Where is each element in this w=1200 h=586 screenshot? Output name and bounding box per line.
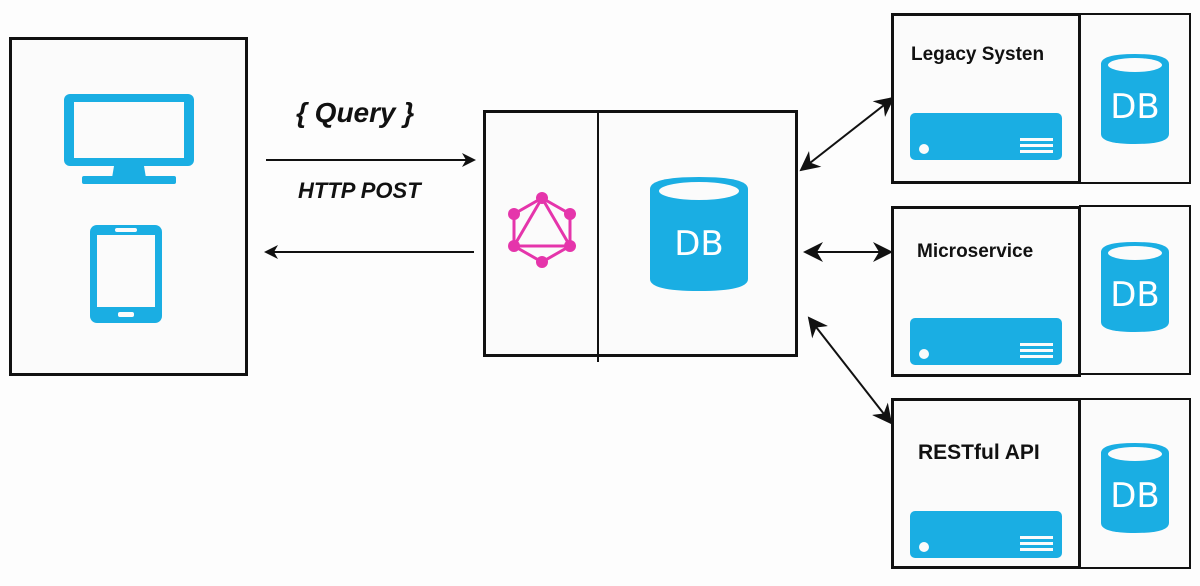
server-divider <box>597 110 599 362</box>
server-rack-icon <box>910 511 1062 558</box>
connector-legacy <box>799 96 895 172</box>
server-db-label: DB <box>674 224 724 264</box>
tablet-icon <box>90 225 162 323</box>
backend-microservice-db-box <box>1079 205 1191 375</box>
desktop-monitor-icon <box>64 94 194 184</box>
db-label: DB <box>1110 87 1160 127</box>
http-post-label: HTTP POST <box>298 178 421 203</box>
graphql-icon <box>508 192 576 268</box>
server-database-icon: DB <box>650 177 748 291</box>
server-rack-icon <box>910 318 1062 365</box>
client-box <box>9 37 248 376</box>
backend-legacy-label: Legacy Systen <box>911 44 1045 65</box>
backend-restful-label: RESTful API <box>918 441 1040 464</box>
backend-microservice-label: Microservice <box>917 241 1034 262</box>
response-arrow <box>264 245 474 259</box>
connector-restful <box>807 316 893 425</box>
query-label: { Query } <box>296 97 415 128</box>
database-icon: DB <box>1101 443 1169 533</box>
database-icon: DB <box>1101 54 1169 144</box>
db-label: DB <box>1110 275 1160 315</box>
server-rack-icon <box>910 113 1062 160</box>
db-label: DB <box>1110 476 1160 516</box>
connectors <box>799 96 895 425</box>
database-icon: DB <box>1101 242 1169 332</box>
request-arrow <box>266 153 476 167</box>
